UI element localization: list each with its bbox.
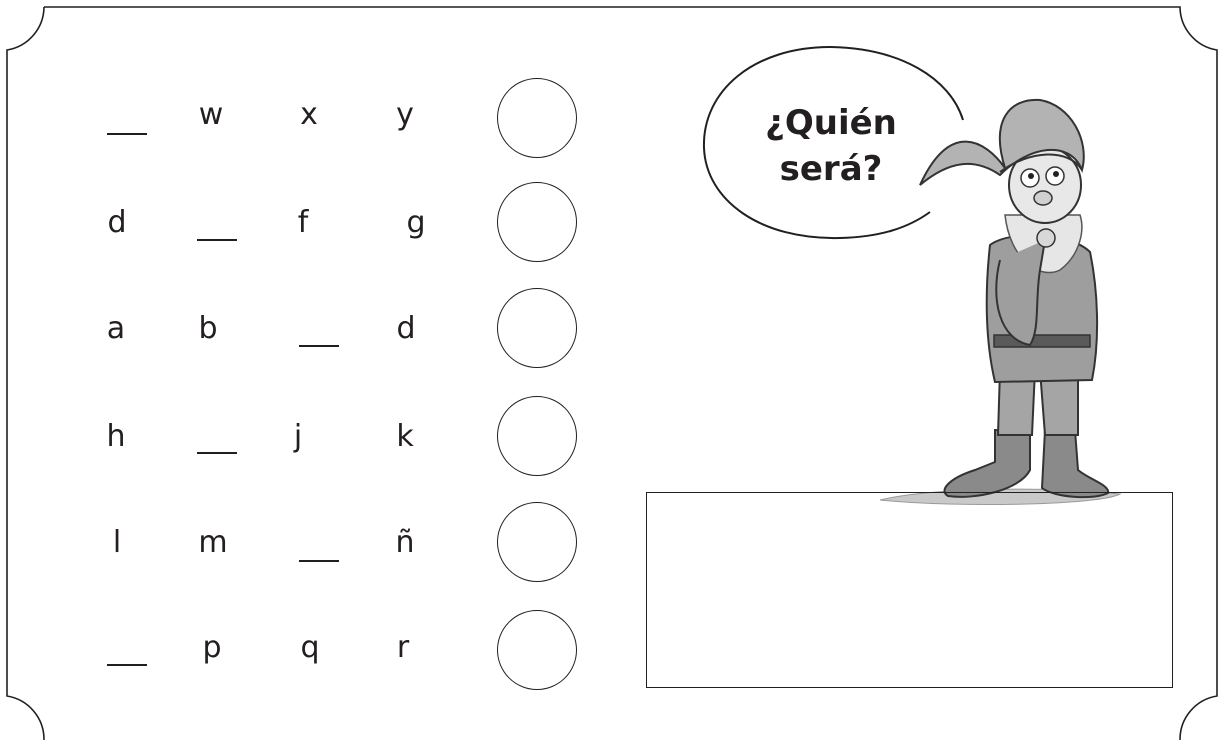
blank-line[interactable] [299, 345, 339, 347]
blank-line[interactable] [107, 664, 147, 666]
sequence-letter: d [396, 311, 416, 346]
answer-circle[interactable] [497, 502, 577, 582]
sequence-letter: h [106, 419, 126, 454]
sequence-letter: m [198, 525, 228, 560]
blank-line[interactable] [197, 239, 237, 241]
sequence-letter: r [396, 630, 410, 665]
sequence-letter: l [112, 525, 122, 560]
answer-circle[interactable] [497, 610, 577, 690]
blank-line[interactable] [107, 133, 147, 135]
sequence-letter: w [198, 97, 224, 132]
sequence-letter: y [396, 97, 414, 132]
speech-bubble-line: será? [779, 149, 883, 189]
blank-line[interactable] [299, 560, 339, 562]
sequence-letter: b [198, 311, 218, 346]
sequence-letter: g [406, 205, 426, 240]
speech-bubble-line: ¿Quién [765, 103, 897, 143]
sequence-letter: k [396, 419, 414, 454]
answer-circle[interactable] [497, 182, 577, 262]
blank-line[interactable] [197, 452, 237, 454]
answer-box[interactable] [646, 492, 1173, 688]
sequence-letter: p [202, 630, 222, 665]
sequence-letter: ñ [395, 525, 415, 560]
sequence-letter: x [300, 97, 318, 132]
sequence-letter: q [300, 630, 320, 665]
sequence-letter: f [297, 205, 309, 240]
sequence-letter: a [106, 311, 126, 346]
answer-circle[interactable] [497, 288, 577, 368]
answer-circle[interactable] [497, 396, 577, 476]
answer-circle[interactable] [497, 78, 577, 158]
speech-bubble-text: ¿Quién será? [716, 100, 946, 192]
sequence-letter: j [293, 419, 303, 454]
sequence-letter: d [107, 205, 127, 240]
